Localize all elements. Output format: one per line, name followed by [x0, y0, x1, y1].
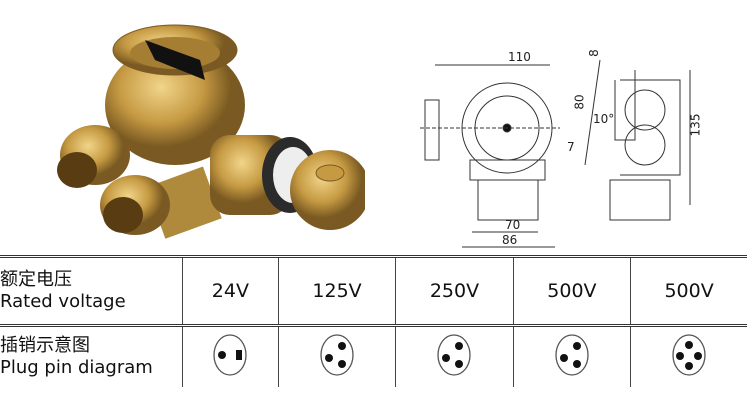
dim-86: 86 — [502, 233, 518, 247]
pin-diagram-3pin — [395, 324, 514, 387]
pin-diagram-4pin — [630, 324, 747, 387]
dim-110: 110 — [508, 50, 531, 64]
plug-face-icon — [555, 333, 589, 376]
plug-face-icon — [213, 333, 248, 376]
dim-7: 7 — [567, 140, 575, 154]
plug-face-icon — [320, 333, 354, 376]
dim-80: 80 — [572, 94, 587, 110]
pin-diagram-2pin — [182, 324, 279, 387]
voltage-cell: 500V — [630, 255, 747, 326]
dim-8: 8 — [586, 49, 601, 57]
label-en: Rated voltage — [0, 291, 126, 312]
voltage-cell: 250V — [395, 255, 514, 326]
label-cn: 额定电压 — [0, 269, 72, 290]
plug-face-icon — [672, 333, 706, 376]
dim-70: 70 — [505, 218, 521, 232]
voltage-cell: 125V — [277, 255, 396, 326]
dimension-drawing — [420, 59, 691, 248]
label-cn: 插销示意图 — [0, 335, 90, 356]
brass-socket-photo — [57, 24, 365, 239]
voltage-cell: 24V — [182, 255, 279, 326]
label-en: Plug pin diagram — [0, 357, 153, 378]
dim-angle: 10° — [593, 112, 615, 126]
pin-diagram-3pin — [512, 324, 631, 387]
plug-face-icon — [437, 333, 472, 376]
voltage-cell: 500V — [512, 255, 631, 326]
dim-135: 135 — [688, 113, 703, 137]
pin-diagram-3pin — [277, 324, 396, 387]
